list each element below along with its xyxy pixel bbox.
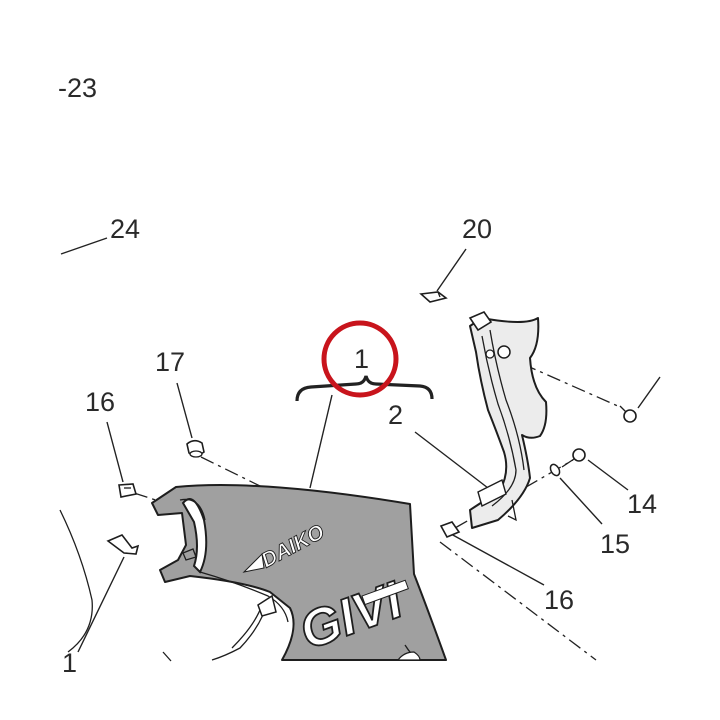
givi-logo-stripe xyxy=(361,579,409,606)
leader-24 xyxy=(60,237,108,255)
leader-15 xyxy=(559,477,603,525)
callout-1-highlighted: 1 xyxy=(354,344,369,374)
clip-16-right xyxy=(439,521,461,539)
leader-16-left xyxy=(106,421,124,483)
group-bracket-1 xyxy=(295,375,434,402)
fairing-edge-fragment xyxy=(162,651,172,662)
leader-16-right xyxy=(450,533,545,586)
leader-1-drop xyxy=(309,394,333,489)
windscreen-edge xyxy=(59,509,93,653)
callout-1-bottom: 1 xyxy=(62,648,77,678)
screw-14 xyxy=(561,448,586,468)
leader-14 xyxy=(587,459,629,491)
leader-edge-right xyxy=(637,376,661,409)
callout-17: 17 xyxy=(155,347,185,377)
axis-line-17 xyxy=(200,456,263,488)
callout-15: 15 xyxy=(600,529,630,559)
callout-14: 14 xyxy=(627,489,657,519)
daiko-arrow-mark xyxy=(242,552,265,573)
callout-24: 24 xyxy=(110,214,140,244)
axis-line-lower-right xyxy=(439,541,597,661)
callout-16-left: 16 xyxy=(85,387,115,417)
callout-23: -23 xyxy=(58,73,97,103)
clip-piece-lower-left xyxy=(106,534,140,555)
axis-line-14 xyxy=(497,352,621,408)
leader-17 xyxy=(176,382,193,439)
callout-20: 20 xyxy=(462,214,492,244)
leader-20 xyxy=(436,248,467,292)
leader-2 xyxy=(414,431,489,489)
highlight-ring xyxy=(321,320,399,398)
clip-nut-20 xyxy=(419,291,448,303)
fairing-panel: DAIKO GIVI xyxy=(151,484,447,662)
grommet-17 xyxy=(186,439,205,458)
leader-1-bottom xyxy=(77,556,125,653)
inner-bracket xyxy=(468,311,548,529)
callout-2: 2 xyxy=(388,400,403,430)
clip-16-left xyxy=(118,483,138,498)
bolt-upper-right xyxy=(619,405,637,423)
washer-15 xyxy=(549,463,561,477)
callout-16-right: 16 xyxy=(544,585,574,615)
